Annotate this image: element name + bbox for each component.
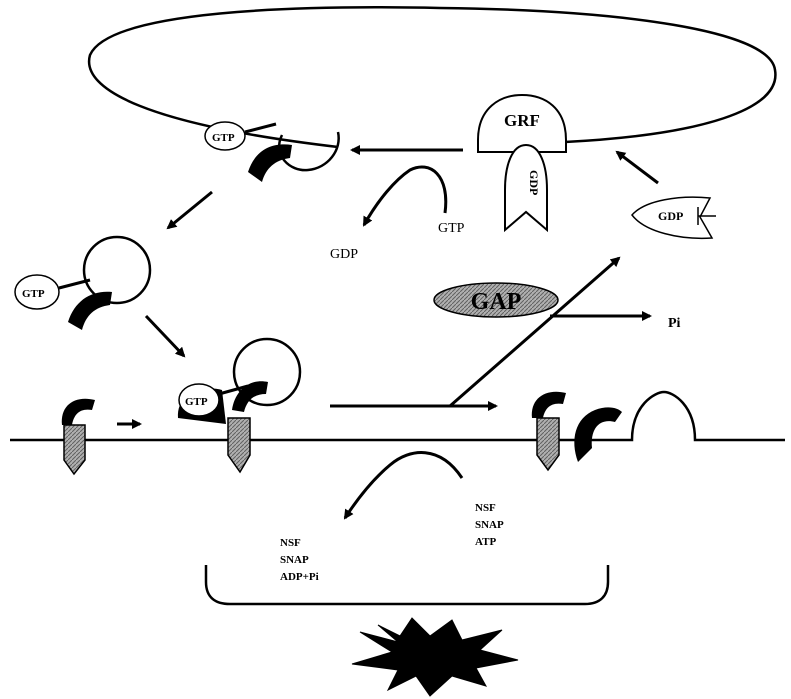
grf-shape xyxy=(477,93,567,153)
gdp-in-grf-label: GDP xyxy=(527,170,541,195)
nsf-atp-line-3: ATP xyxy=(475,536,496,548)
fused-vesicle xyxy=(625,390,785,442)
cycle-bracket xyxy=(204,565,610,606)
arrow-gdp-release xyxy=(362,165,448,227)
nsf-adp-line-3: ADP+Pi xyxy=(280,571,319,583)
rab-gtp-budding: GTP xyxy=(204,121,292,182)
snare-complex-right xyxy=(531,391,622,472)
docked-complex: GTP xyxy=(177,381,268,474)
arrow-gtp-hydrolysis xyxy=(449,256,621,408)
nsf-atp-line-2: SNAP xyxy=(475,519,504,531)
arrow-rab-to-grf xyxy=(615,150,659,185)
pi-label: Pi xyxy=(668,316,681,331)
arrow-free-to-docking xyxy=(144,314,186,358)
rab-gtp-free: GTP xyxy=(14,274,112,330)
gtp-label-docked: GTP xyxy=(185,396,208,408)
gap-label: GAP xyxy=(471,289,522,315)
gtp-label-mid: GTP xyxy=(22,288,45,300)
docked-vesicle xyxy=(232,337,302,407)
gtp-label-top: GTP xyxy=(212,132,235,144)
nsf-atp-line-1: NSF xyxy=(475,502,496,514)
arrow-nsf-atpase xyxy=(343,451,464,520)
nsf-adp-line-1: NSF xyxy=(280,537,301,549)
t-snare-left xyxy=(61,398,95,476)
donor-membrane xyxy=(87,6,777,149)
grf-label: GRF xyxy=(504,111,540,130)
arrow-bud-to-free xyxy=(166,190,213,230)
gtp-exchange-label: GTP xyxy=(438,221,465,236)
nsf-adp-line-2: SNAP xyxy=(280,554,309,566)
gdp-protein-in-grf xyxy=(504,143,548,233)
calcium-burst: Ca⁺² xyxy=(351,617,519,697)
calcium-label: Ca⁺² xyxy=(408,651,441,668)
free-vesicle xyxy=(82,235,152,305)
grf-complex: GRF GDP xyxy=(477,93,567,233)
rab-gdp-right: GDP xyxy=(631,196,716,240)
gdp-released-label: GDP xyxy=(330,247,358,262)
gdp-right-label: GDP xyxy=(658,209,683,223)
gap-protein: GAP xyxy=(433,282,559,318)
nsf-adp-group: NSF SNAP ADP+Pi xyxy=(280,537,319,583)
nsf-atp-group: NSF SNAP ATP xyxy=(475,502,504,548)
